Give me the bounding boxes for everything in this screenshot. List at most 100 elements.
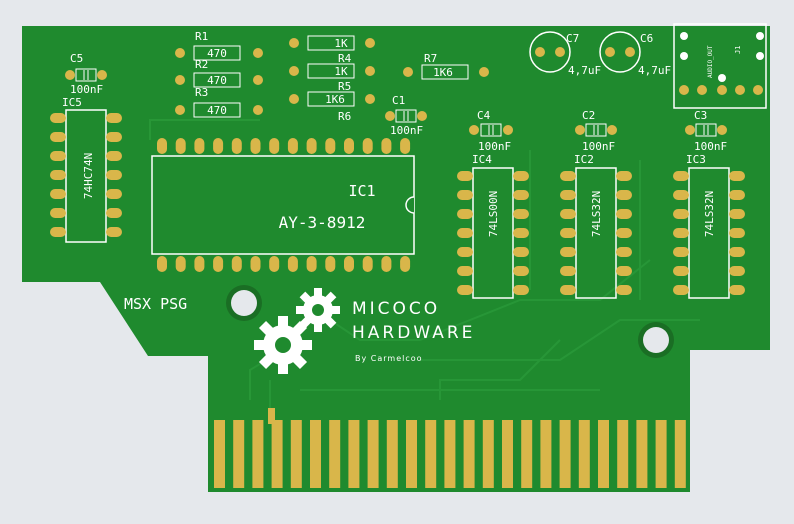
ic-pin-pad [729, 285, 745, 295]
ic-pin-pad [560, 247, 576, 257]
ic2-pins [560, 171, 632, 295]
label-r3: R3 [195, 86, 208, 99]
ic2-part: 74LS32N [590, 191, 603, 237]
r7-value: 1K6 [433, 66, 453, 79]
ic-pin-pad [673, 190, 689, 200]
ic-pin-pad [513, 171, 529, 181]
label-r6: R6 [338, 110, 351, 123]
ic-pin-pad [457, 228, 473, 238]
ic-pin-pad [560, 228, 576, 238]
label-c5-value: 100nF [70, 83, 103, 96]
capacitor-c1 [385, 109, 427, 123]
edge-finger [598, 420, 609, 488]
ic1-part: AY-3-8912 [279, 213, 366, 232]
ic-pin-pad [106, 208, 122, 218]
ic-pin-pad [381, 138, 392, 154]
ic-pin-pad [50, 189, 66, 199]
ic-pin-pad [400, 256, 411, 272]
edge-finger [310, 420, 321, 488]
label-msx-psg: MSX PSG [124, 295, 187, 313]
edge-finger [482, 420, 494, 488]
ic-pin-pad [457, 209, 473, 219]
ic-pin-pad [231, 256, 242, 272]
ic-pin-pad [50, 208, 66, 218]
ic4-pins [457, 171, 529, 295]
ic-pin-pad [157, 138, 167, 154]
ic-pin-pad [729, 209, 745, 219]
ic-pin-pad [673, 266, 689, 276]
edge-finger [502, 420, 513, 488]
label-r5: R5 [338, 80, 351, 93]
ic-pin-pad [457, 266, 473, 276]
label-c7: C7 [566, 32, 579, 45]
ic-pin-pad [175, 138, 186, 154]
label-c3-value: 100nF [694, 140, 727, 153]
ic-pin-pad [250, 138, 261, 154]
edge-finger-stub [268, 408, 275, 424]
capacitor-c2 [575, 123, 617, 137]
ic-pin-pad [729, 190, 745, 200]
ic-pin-pad [560, 209, 576, 219]
label-c6: C6 [640, 32, 653, 45]
edge-finger [214, 420, 225, 488]
edge-finger [521, 420, 533, 488]
ic-pin-pad [560, 266, 576, 276]
ic-pin-pad [194, 138, 205, 154]
label-c1-value: 100nF [390, 124, 423, 137]
brand-by: By Carmelcoo [355, 354, 423, 363]
ic-pin-pad [673, 228, 689, 238]
brand-line1: MICOCO [352, 299, 440, 319]
ic-pin-pad [673, 171, 689, 181]
ic-pin-pad [457, 285, 473, 295]
ic-pin-pad [269, 138, 280, 154]
ic-pin-pad [362, 256, 373, 272]
ic-pin-pad [560, 285, 576, 295]
ic1-notch [405, 196, 415, 214]
label-c2-value: 100nF [582, 140, 615, 153]
ic-pin-pad [50, 113, 66, 123]
resistor-r1 [175, 45, 263, 61]
capacitor-c6 [599, 31, 641, 73]
ic-pin-pad [325, 138, 336, 154]
ic-pin-pad [157, 256, 167, 272]
ic-pin-pad [50, 170, 66, 180]
ic-pin-pad [673, 247, 689, 257]
ic-pin-pad [106, 113, 122, 123]
label-c5: C5 [70, 52, 83, 65]
edge-finger [348, 420, 360, 488]
ic-pin-pad [287, 138, 298, 154]
mounting-hole [643, 327, 669, 353]
ic-pin-pad [457, 190, 473, 200]
edge-finger [367, 420, 379, 488]
ic-pin-pad [616, 228, 632, 238]
ic-pin-pad [513, 190, 529, 200]
label-ic5: IC5 [62, 96, 82, 109]
ic5-outline [65, 109, 107, 243]
edge-finger [674, 420, 686, 488]
resistor-r3 [175, 102, 263, 118]
edge-finger [444, 420, 456, 488]
ic-pin-pad [729, 266, 745, 276]
label-c6-value: 4,7uF [638, 64, 671, 77]
r2-value: 470 [207, 74, 227, 87]
pcb-outline [22, 26, 770, 492]
capacitor-c7 [529, 31, 571, 73]
label-ic4: IC4 [472, 153, 492, 166]
ic-pin-pad [175, 256, 186, 272]
edge-finger [329, 420, 341, 488]
ic-pin-pad [673, 285, 689, 295]
edge-finger [540, 420, 552, 488]
ic-pin-pad [231, 138, 242, 154]
ic1-pins [157, 138, 411, 272]
edge-finger [233, 420, 245, 488]
ic-pin-pad [194, 256, 205, 272]
ic-pin-pad [269, 256, 280, 272]
label-r4: R4 [338, 52, 352, 65]
r3-value: 470 [207, 104, 227, 117]
ic-pin-pad [306, 138, 317, 154]
ic-pin-pad [250, 256, 261, 272]
mounting-hole [231, 290, 257, 316]
edge-finger [636, 420, 648, 488]
edge-finger [252, 420, 264, 488]
